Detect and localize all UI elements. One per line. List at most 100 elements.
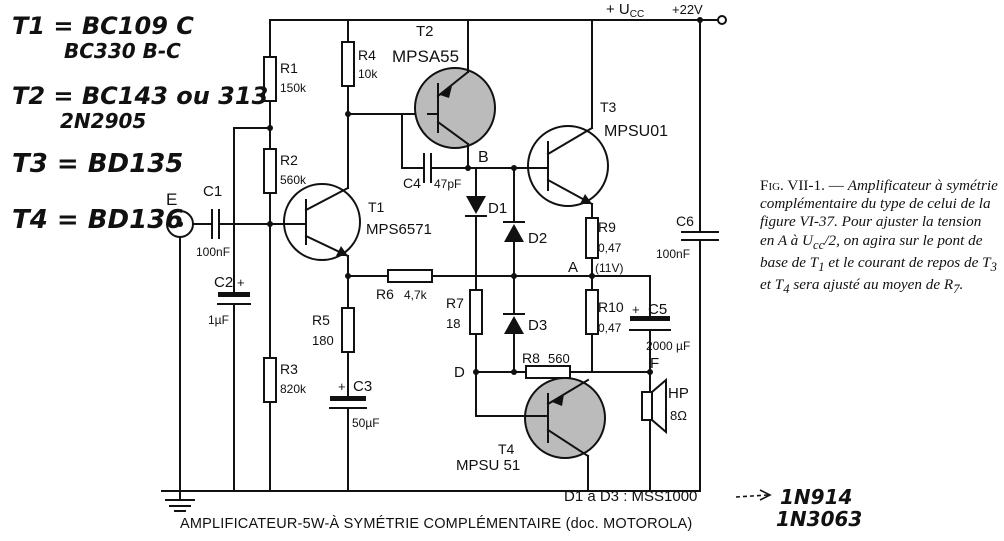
c1-value: 100nF xyxy=(196,245,230,259)
c6-capacitor-icon xyxy=(681,231,719,241)
t4-transistor-icon xyxy=(475,377,606,459)
caption-dash: — xyxy=(824,177,848,194)
d3-ref: D3 xyxy=(528,317,547,334)
c1-ref: C1 xyxy=(203,183,222,200)
r1-ref: R1 xyxy=(280,60,298,76)
v22-label: +22V xyxy=(672,2,703,17)
t2-transistor-icon xyxy=(414,67,496,149)
r10-resistor-icon xyxy=(585,289,599,335)
r7-value: 18 xyxy=(446,316,460,331)
c4-ref: C4 xyxy=(403,175,421,191)
c5-ref: C5 xyxy=(648,301,667,318)
t3-part: MPSU01 xyxy=(604,123,668,140)
t4-ref: T4 xyxy=(498,441,515,457)
c1-capacitor-icon xyxy=(211,209,220,239)
c6-ref: C6 xyxy=(676,213,694,229)
c6-value: 100nF xyxy=(656,247,690,261)
arrow-icon xyxy=(735,489,772,501)
r2-resistor-icon xyxy=(263,148,277,194)
c4-value: 47pF xyxy=(434,177,461,191)
d1-diode-icon xyxy=(465,196,487,217)
note-t4: T4 = BD136 xyxy=(12,205,183,235)
ucc-label: + UCC xyxy=(606,1,644,20)
caption-part6: . xyxy=(959,276,964,294)
r4-ref: R4 xyxy=(358,47,376,63)
caption-sub-1: 1 xyxy=(818,259,825,274)
note-t1-line1: T1 = BC109 C xyxy=(12,12,194,40)
caption-sub-7: 7 xyxy=(953,282,960,297)
r8-ref: R8 xyxy=(522,350,540,366)
t4-part: MPSU 51 xyxy=(456,457,520,474)
caption-part3: et le courant de repos de T xyxy=(824,253,991,271)
bottom-title: AMPLIFICATEUR-5W-À SYMÉTRIE COMPLÉMENTAI… xyxy=(180,516,693,532)
c3-capacitor-icon xyxy=(329,396,367,409)
c5-capacitor-icon xyxy=(629,316,671,331)
r8-resistor-icon xyxy=(525,365,571,379)
caption-text: Amplificateur à symétrie complémentaire … xyxy=(760,177,998,297)
caption-sub-4: 4 xyxy=(783,282,790,297)
node-a-label: A xyxy=(568,259,578,276)
c5-plus: + xyxy=(632,302,640,317)
supply-terminal xyxy=(717,15,727,25)
c2-ref: C2 xyxy=(214,274,233,291)
note-diode-line1: 1N914 xyxy=(780,485,852,509)
c3-plus: + xyxy=(338,379,346,394)
c2-value: 1µF xyxy=(208,313,229,327)
note-t2-line1: T2 = BC143 ou 313 xyxy=(12,82,268,110)
c2-plus: + xyxy=(237,275,245,290)
r4-value: 10k xyxy=(358,67,378,81)
speaker-ref: HP xyxy=(668,385,689,402)
note-t3: T3 = BD135 xyxy=(12,149,183,179)
r4-resistor-icon xyxy=(341,41,355,87)
r6-value: 4,7k xyxy=(404,288,428,302)
r5-resistor-icon xyxy=(341,307,355,353)
node-f-label: F xyxy=(650,355,659,372)
r9-value: 0,47 xyxy=(598,241,622,255)
caption-part2: /2, on agira sur le pont de base de T xyxy=(760,231,983,271)
r9-resistor-icon xyxy=(585,217,599,259)
node-a-voltage: (11V) xyxy=(595,261,623,275)
d1-ref: D1 xyxy=(488,200,507,217)
caption-sub-cc: cc xyxy=(813,237,825,252)
r5-ref: R5 xyxy=(312,312,330,328)
c2-capacitor-icon xyxy=(217,292,251,305)
r1-value: 150k xyxy=(280,81,307,95)
d3-diode-icon xyxy=(503,313,525,334)
r2-value: 560k xyxy=(280,173,307,187)
note-diode-line2: 1N3063 xyxy=(776,507,862,531)
speaker-value: 8Ω xyxy=(670,408,687,423)
d2-ref: D2 xyxy=(528,230,547,247)
t1-part: MPS6571 xyxy=(366,221,432,238)
c4-capacitor-icon xyxy=(423,153,432,183)
r3-ref: R3 xyxy=(280,361,298,377)
caption-fig-label: Fig. VII-1. xyxy=(760,177,825,194)
r9-ref: R9 xyxy=(598,219,616,235)
caption-sub-3: 3 xyxy=(990,259,997,274)
r7-ref: R7 xyxy=(446,295,464,311)
r7-resistor-icon xyxy=(469,289,483,335)
note-t1-line2: BC330 B-C xyxy=(64,39,181,63)
t2-ref: T2 xyxy=(416,23,434,40)
node-b-label: B xyxy=(478,149,489,166)
c5-value: 2000 µF xyxy=(646,339,690,353)
r3-resistor-icon xyxy=(263,357,277,403)
c3-value: 50µF xyxy=(352,416,380,430)
r6-ref: R6 xyxy=(376,286,394,302)
t1-transistor-icon xyxy=(283,183,361,261)
d2-diode-icon xyxy=(503,221,525,242)
caption-part1: Amplificateur à symétrie complémentaire … xyxy=(760,177,998,249)
note-t2-line2: 2N2905 xyxy=(60,109,146,133)
r8-value: 560 xyxy=(548,351,570,366)
caption-part4: et T xyxy=(760,276,784,294)
r5-value: 180 xyxy=(312,333,334,348)
figure-caption: Fig. VII-1. — Amplificateur à symétrie c… xyxy=(760,177,998,298)
c3-ref: C3 xyxy=(353,378,372,395)
node-e-label: E xyxy=(166,190,177,209)
t1-ref: T1 xyxy=(368,199,385,215)
r2-ref: R2 xyxy=(280,152,298,168)
r10-value: 0,47 xyxy=(598,321,622,335)
diode-note: D1 à D3 : MSS1000 xyxy=(564,488,697,505)
t3-ref: T3 xyxy=(600,99,617,115)
